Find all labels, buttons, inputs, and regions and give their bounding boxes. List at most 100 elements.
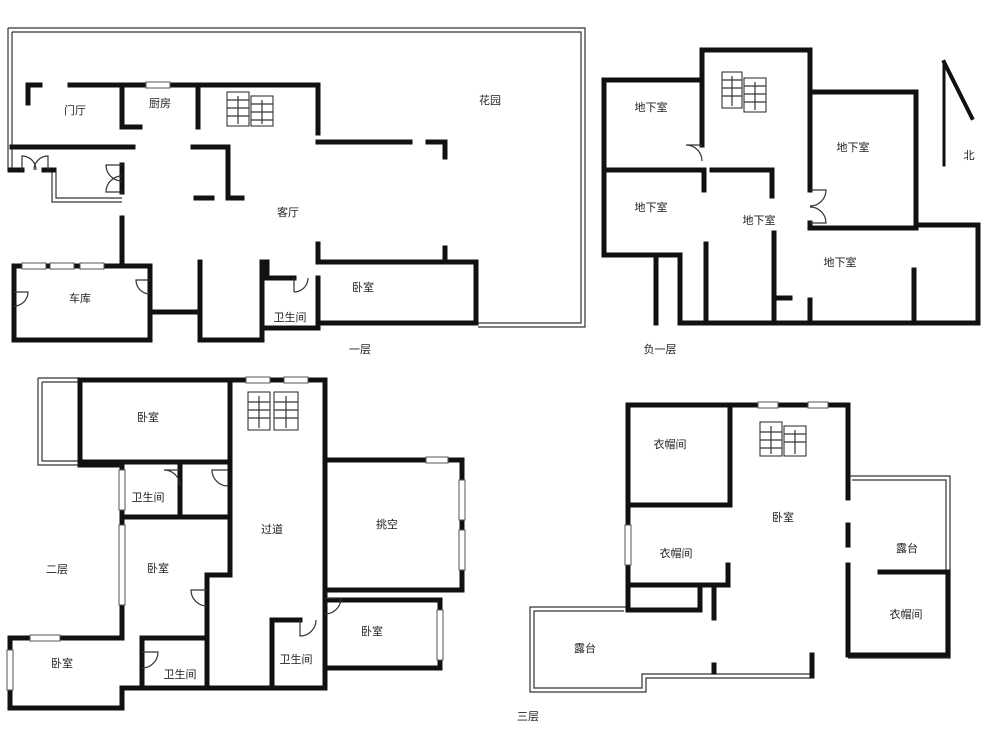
window xyxy=(118,524,126,606)
window xyxy=(436,609,444,661)
porch-outline xyxy=(51,172,122,203)
wall xyxy=(67,82,321,136)
door xyxy=(21,155,37,171)
basement-plan xyxy=(601,47,981,326)
wall xyxy=(625,402,851,501)
room-label-bed-left: 卧室 xyxy=(51,656,73,670)
door xyxy=(33,155,49,171)
room-label-bath-b: 卫生间 xyxy=(164,667,197,681)
room-label-basement-3: 地下室 xyxy=(635,200,668,214)
room-label-basement-4: 地下室 xyxy=(743,213,776,227)
first-floor-plan xyxy=(7,27,586,343)
stairs-first-floor xyxy=(226,91,274,127)
window xyxy=(6,649,14,691)
floor-label-first: 一层 xyxy=(349,343,371,356)
room-label-kitchen: 厨房 xyxy=(149,97,171,110)
north-label: 北 xyxy=(964,149,975,162)
room-label-bathroom: 卫生间 xyxy=(274,310,307,324)
room-label-bedroom: 卧室 xyxy=(352,280,374,294)
room-label-bath-c: 卫生间 xyxy=(280,652,313,666)
window xyxy=(21,262,47,270)
room-label-closet-b: 衣帽间 xyxy=(660,546,693,560)
room-label-bed-right: 卧室 xyxy=(361,624,383,638)
wall xyxy=(197,259,265,343)
stairs-second-floor xyxy=(247,391,299,431)
porch-outline-inner xyxy=(55,172,122,199)
balcony-outline-inner xyxy=(41,381,80,462)
wall xyxy=(259,275,321,343)
door xyxy=(809,189,827,207)
door xyxy=(211,469,229,487)
north-arrow-icon xyxy=(941,59,975,167)
floor-label-basement: 负一层 xyxy=(644,342,677,356)
wall xyxy=(425,139,448,160)
window xyxy=(757,401,779,409)
wall xyxy=(625,402,733,508)
wall xyxy=(322,457,465,593)
garden-boundary xyxy=(8,27,586,328)
room-label-basement-2: 地下室 xyxy=(837,140,870,154)
room-label-bed-top: 卧室 xyxy=(137,410,159,424)
window xyxy=(118,469,126,511)
wall xyxy=(264,259,297,281)
window xyxy=(807,401,829,409)
stairs-third-floor xyxy=(759,421,807,457)
room-label-bath-a: 卫生间 xyxy=(132,490,165,504)
terrace-outline xyxy=(848,475,951,659)
door xyxy=(163,469,181,487)
wall xyxy=(11,263,153,343)
door xyxy=(685,144,703,162)
window xyxy=(283,376,309,384)
floor-label-third: 三层 xyxy=(517,710,539,723)
window xyxy=(458,529,466,571)
wall xyxy=(315,259,479,326)
wall xyxy=(190,144,245,201)
door xyxy=(809,206,827,224)
window xyxy=(245,376,271,384)
room-label-basement-5: 地下室 xyxy=(824,255,857,269)
window xyxy=(624,524,632,566)
wall xyxy=(807,220,919,231)
wall xyxy=(25,82,43,106)
door xyxy=(293,277,309,293)
wall xyxy=(601,47,981,326)
wall xyxy=(204,459,233,615)
door xyxy=(299,619,317,637)
terrace-outline-inner xyxy=(533,610,812,689)
window xyxy=(425,456,449,464)
door xyxy=(324,597,342,615)
window xyxy=(29,634,61,642)
room-label-terrace-left: 露台 xyxy=(574,641,596,655)
floor-label-second: 二层 xyxy=(46,563,68,576)
room-label-terrace-right: 露台 xyxy=(896,541,918,555)
terrace-outline xyxy=(529,606,812,693)
second-floor-plan xyxy=(6,376,466,711)
window xyxy=(79,262,105,270)
room-label-closet-c: 衣帽间 xyxy=(890,607,923,621)
door xyxy=(105,164,123,182)
room-label-void: 挑空 xyxy=(376,517,398,531)
wall xyxy=(709,167,775,199)
wall xyxy=(7,377,328,711)
wall xyxy=(315,241,448,265)
door xyxy=(135,279,151,295)
terrace-outline-inner xyxy=(852,479,947,654)
room-label-hall: 门厅 xyxy=(64,103,86,117)
stairs-basement xyxy=(721,71,767,113)
wall xyxy=(119,82,143,130)
wall xyxy=(119,459,231,520)
door xyxy=(13,291,29,307)
balcony-outline xyxy=(37,377,80,466)
room-label-corridor: 过道 xyxy=(261,522,283,536)
wall xyxy=(269,617,303,691)
door xyxy=(190,589,208,607)
room-label-garden: 花园 xyxy=(479,94,501,107)
wall xyxy=(625,562,731,588)
garden-boundary-inner xyxy=(12,31,582,324)
room-label-basement-1: 地下室 xyxy=(635,100,668,114)
door xyxy=(105,175,123,193)
window xyxy=(145,81,171,89)
window xyxy=(49,262,75,270)
